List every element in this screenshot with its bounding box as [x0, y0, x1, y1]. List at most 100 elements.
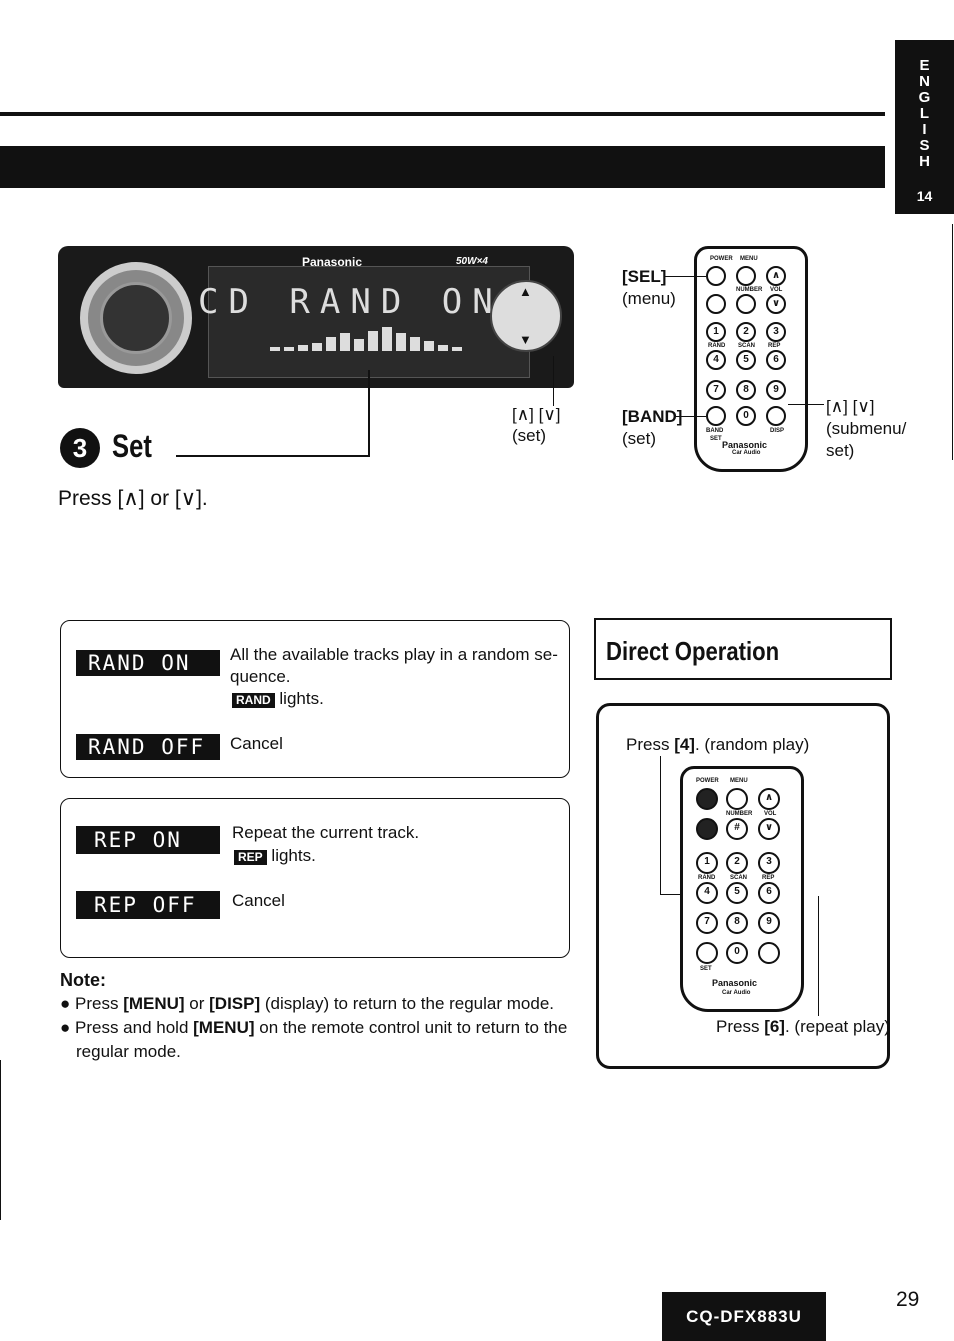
lang-letter: N	[919, 73, 930, 90]
chevron-up-icon: ∧	[766, 266, 786, 286]
rep-mode-box	[60, 798, 570, 958]
rep-on-desc: Repeat the current track.	[232, 823, 420, 842]
leader-line	[664, 276, 706, 277]
remote-label: RAND	[708, 343, 726, 349]
band-label-text: [BAND]	[622, 407, 683, 426]
remote-label: SET	[700, 966, 712, 972]
bullet-icon: ●	[60, 994, 75, 1013]
sel-sub: (menu)	[622, 289, 676, 308]
sel-button-icon	[736, 266, 756, 286]
model-number: CQ-DFX883U	[662, 1292, 826, 1341]
remote-label: REP	[762, 875, 775, 881]
digit-button-icon: 2	[726, 852, 748, 874]
remote-brand: Panasonic	[712, 978, 758, 988]
band-button-icon	[696, 942, 718, 964]
note-item-continued: regular mode.	[76, 1042, 181, 1061]
remote-brand-sub: Car Audio	[732, 450, 761, 456]
note-item: ● Press and hold [MENU] on the remote co…	[60, 1016, 580, 1039]
remote-brand: Panasonic	[722, 440, 768, 450]
head-unit-display: CD RAND ON	[198, 282, 503, 322]
margin-line	[952, 340, 953, 460]
rand-off-desc: Cancel	[230, 734, 283, 753]
press-text: . (repeat play)	[784, 1017, 890, 1036]
press-6-label: Press [6]. (repeat play)	[716, 1016, 890, 1038]
step-title: Set	[112, 428, 152, 464]
remote-label: MENU	[740, 256, 758, 262]
leader-line	[788, 404, 824, 405]
remote-label: VOL	[770, 287, 783, 293]
joystick-icon	[490, 280, 562, 352]
remote-brand-sub: Car Audio	[722, 990, 751, 996]
margin-line	[952, 224, 953, 354]
note-key: [DISP]	[209, 994, 261, 1013]
direct-operation-heading-box	[594, 618, 892, 680]
unit-arrow-label: [∧] [∨]	[512, 405, 561, 424]
step-instruction: Press [∧] or [∨].	[58, 487, 208, 510]
unit-arrow-sub: (set)	[512, 426, 546, 445]
digit-button-icon: 9	[758, 912, 780, 934]
rep-off-desc: Cancel	[232, 891, 285, 910]
digit-button-icon: 9	[766, 380, 786, 400]
rand-on-desc-line2: quence.	[230, 667, 291, 686]
language-tab-page: 14	[916, 188, 933, 204]
leader-line	[660, 756, 661, 894]
direct-operation-panel	[596, 703, 890, 1069]
rand-on-display: RAND ON	[76, 650, 220, 676]
digit-button-icon: 7	[706, 380, 726, 400]
note-key: [MENU]	[193, 1018, 255, 1037]
bullet-icon: ●	[60, 1018, 75, 1037]
leader-line	[553, 356, 554, 406]
power-button-icon	[706, 266, 726, 286]
digit-button-icon: 5	[736, 350, 756, 370]
sel-label: [SEL]	[622, 266, 666, 288]
leader-line	[368, 370, 370, 456]
mute-button-icon	[706, 294, 726, 314]
digit-button-icon: 6	[766, 350, 786, 370]
note-item: ● Press [MENU] or [DISP] (display) to re…	[60, 992, 580, 1015]
page-number: 29	[896, 1288, 920, 1311]
leader-line	[176, 455, 370, 457]
chevron-up-icon: ▲	[519, 284, 532, 299]
digit-6-button-icon: 6	[758, 882, 780, 904]
note-key: [MENU]	[123, 994, 185, 1013]
digit-button-icon: 8	[726, 912, 748, 934]
direct-operation-title: Direct Operation	[606, 636, 780, 666]
rand-indicator-line: RAND lights.	[232, 688, 324, 710]
lang-letter: L	[919, 105, 930, 122]
rand-mode-box	[60, 620, 570, 778]
digit-button-icon: 3	[758, 852, 780, 874]
lang-letter: I	[922, 121, 927, 138]
remote-label: SCAN	[738, 343, 756, 349]
press-text: . (random play)	[694, 735, 810, 754]
remote-label: NUMBER	[736, 287, 763, 293]
note-title: Note:	[60, 970, 106, 990]
head-unit-brand: Panasonic	[302, 255, 363, 269]
section-header-bar	[0, 146, 885, 188]
note-text: (display) to return to the regular mode.	[260, 994, 555, 1013]
chevron-down-icon: ▼	[519, 332, 532, 347]
rep-indicator-line: REP lights.	[234, 845, 316, 867]
remote-label: MENU	[730, 778, 748, 784]
lang-letter: H	[919, 153, 930, 170]
rep-on-display: REP ON	[76, 826, 220, 854]
submenu-arrow-sub2: set)	[826, 441, 855, 460]
margin-line	[0, 1060, 1, 1220]
digit-button-icon: 0	[736, 406, 756, 426]
equalizer-icon	[270, 327, 462, 351]
leader-line	[676, 416, 706, 417]
digit-button-icon: 5	[726, 882, 748, 904]
leader-line	[818, 896, 819, 1016]
remote-label: BAND	[706, 428, 724, 434]
rand-off-display: RAND OFF	[76, 734, 220, 760]
remote-label: RAND	[698, 875, 716, 881]
leader-line	[660, 894, 696, 895]
number-button-icon	[736, 294, 756, 314]
digit-button-icon: 2	[736, 322, 756, 342]
mute-button-icon	[696, 818, 718, 840]
press-4-label: Press [4]. (random play)	[626, 734, 809, 756]
rep-off-display: REP OFF	[76, 891, 220, 919]
chevron-down-icon: ∨	[766, 294, 786, 314]
rand-indicator-text: lights.	[279, 689, 324, 708]
lang-letter: E	[919, 57, 930, 74]
chevron-down-icon: ∨	[758, 818, 780, 840]
